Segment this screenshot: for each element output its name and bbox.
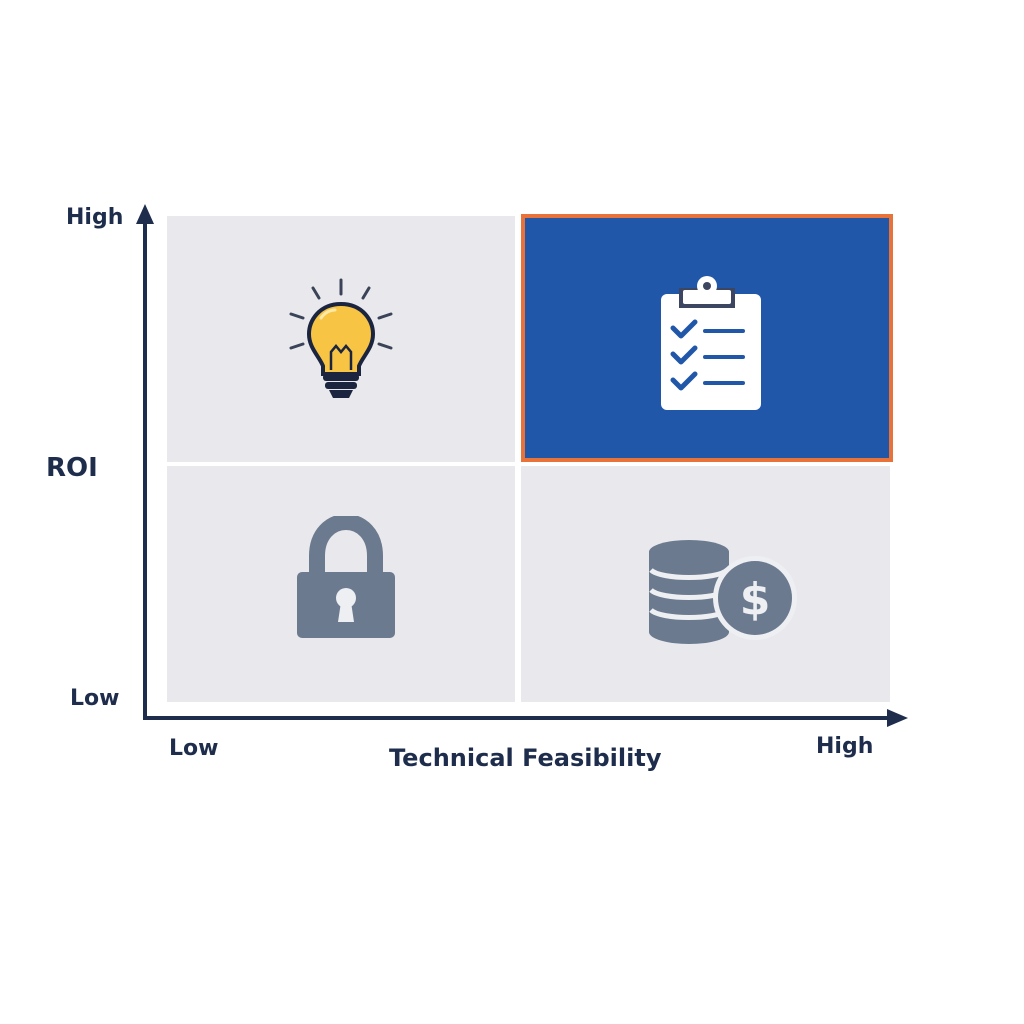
x-axis-line bbox=[143, 709, 908, 727]
y-axis-high-label: High bbox=[66, 205, 124, 230]
coins-dollar-icon: $ bbox=[641, 536, 801, 646]
y-axis-title: ROI bbox=[46, 453, 98, 483]
y-axis-line bbox=[136, 204, 154, 720]
y-axis-arrow-icon bbox=[136, 204, 154, 224]
svg-text:$: $ bbox=[740, 574, 771, 625]
quadrant-bottom-left bbox=[167, 466, 515, 702]
quadrant-bottom-right: $ bbox=[521, 466, 890, 702]
lightbulb-icon bbox=[281, 274, 401, 404]
y-axis-low-label: Low bbox=[70, 686, 120, 711]
x-axis-arrow-icon bbox=[887, 709, 908, 727]
x-axis-high-label: High bbox=[816, 734, 874, 759]
quadrant-top-left bbox=[167, 216, 515, 462]
clipboard-checklist-icon bbox=[651, 274, 763, 414]
quadrant-top-right-highlighted bbox=[521, 214, 893, 462]
padlock-icon bbox=[291, 516, 401, 642]
x-axis-title: Technical Feasibility bbox=[389, 744, 662, 772]
x-axis-low-label: Low bbox=[169, 736, 219, 761]
